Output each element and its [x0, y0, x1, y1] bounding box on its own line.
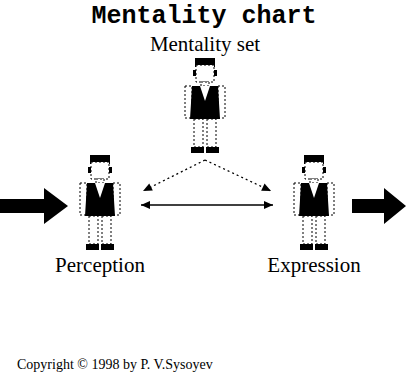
connector-line [141, 204, 273, 205]
person-node: Perception [52, 153, 148, 277]
arrow-head [261, 184, 271, 191]
node-label: Perception [52, 253, 148, 277]
arrow-head [141, 201, 150, 209]
output-arrow [352, 188, 406, 224]
chart-title: Mentality chart [0, 2, 408, 32]
node-label: Expression [264, 253, 364, 277]
node-label: Mentality set [147, 32, 264, 56]
input-arrow [0, 188, 68, 224]
connector-line [205, 160, 271, 191]
dotted-connector [205, 160, 271, 191]
person-figure [77, 153, 123, 253]
dotted-connector [143, 160, 205, 191]
person-figure [291, 153, 337, 253]
person-node: Expression [264, 153, 364, 277]
connector-line [143, 160, 205, 191]
double-arrow [141, 201, 273, 209]
person-figure [182, 56, 228, 156]
copyright-caption: Copyright © 1998 by P. V.Sysoyev [17, 356, 213, 374]
person-node: Mentality set [147, 32, 264, 156]
arrow-head [143, 183, 153, 191]
arrow-head [264, 201, 273, 209]
